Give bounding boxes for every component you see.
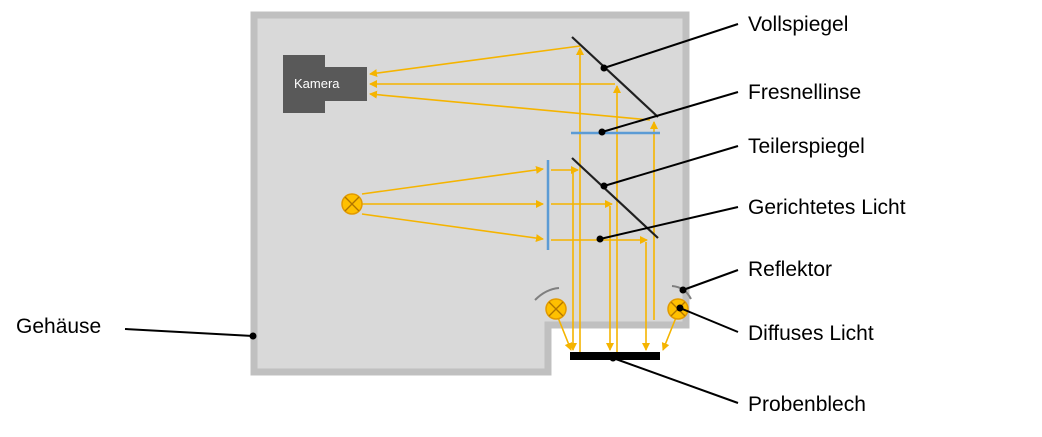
callout-dot-sample <box>609 354 617 362</box>
camera: Kamera <box>283 55 367 113</box>
callout-line-diffuse <box>679 307 739 333</box>
callout-line-reflector <box>682 269 739 291</box>
callout-line-directed <box>599 206 739 240</box>
callout-line-housing <box>124 328 254 337</box>
reflector-left <box>534 287 560 301</box>
ray-to-camera-3 <box>369 90 651 121</box>
label-full-mirror: Vollspiegel <box>748 13 848 36</box>
ray-to-camera-1 <box>369 45 581 78</box>
callout-line-fresnel <box>601 91 739 133</box>
camera-label: Kamera <box>294 76 340 91</box>
lamp-diffuse-left <box>545 298 567 320</box>
label-fresnel-lens: Fresnellinse <box>748 81 861 104</box>
callout-dot-directed <box>596 235 604 243</box>
housing <box>250 11 690 376</box>
callout-line-splitter <box>603 145 739 187</box>
beam-splitter <box>571 157 659 239</box>
camera-body <box>283 55 325 113</box>
camera-lens <box>325 67 367 101</box>
label-sample-sheet: Probenblech <box>748 393 866 416</box>
callout-dot-full-mirror <box>600 64 608 72</box>
callout-line-full-mirror <box>603 23 739 69</box>
ray-diffuse-left <box>556 314 573 351</box>
lamp-center <box>341 193 363 215</box>
label-directed-light: Gerichtetes Licht <box>748 196 906 219</box>
label-beam-splitter: Teilerspiegel <box>748 135 865 158</box>
ray-diffuse-right <box>661 314 678 351</box>
label-reflector: Reflektor <box>748 258 832 281</box>
callout-line-sample <box>612 357 739 404</box>
callout-dot-fresnel <box>598 128 606 136</box>
callout-dot-reflector <box>679 286 687 294</box>
callouts <box>124 23 739 404</box>
ray-lamp-3 <box>361 213 544 243</box>
callout-dot-housing <box>249 332 257 340</box>
callout-dot-splitter <box>600 182 608 190</box>
label-housing: Gehäuse <box>16 315 101 338</box>
callout-dot-diffuse <box>676 304 684 312</box>
label-diffuse-light: Diffuses Licht <box>748 322 874 345</box>
full-mirror <box>571 36 659 118</box>
light-rays <box>361 45 678 360</box>
ray-lamp-1 <box>361 165 544 195</box>
